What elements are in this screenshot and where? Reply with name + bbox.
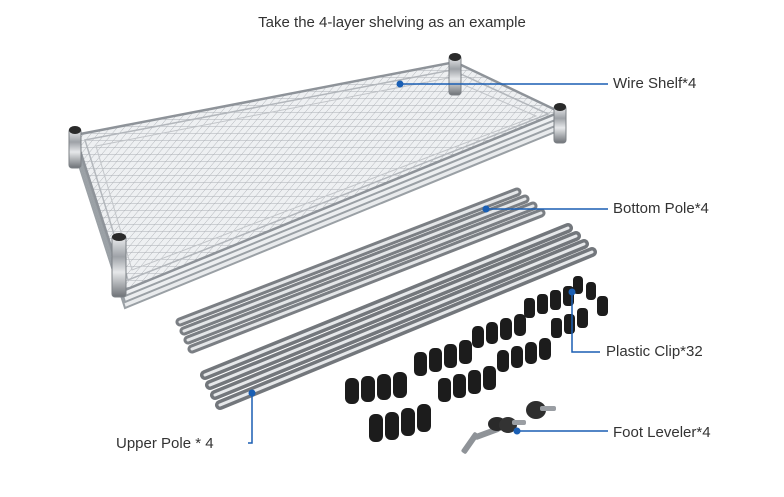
foot-levelers [461, 401, 556, 454]
clip-group-g [524, 286, 574, 318]
foot-leveler-1 [461, 417, 506, 454]
clip-group-d [438, 366, 496, 402]
shelf-corner-posts [68, 53, 567, 298]
foot-leveler-3 [526, 401, 556, 419]
diagram-caption: Take the 4-layer shelving as an example [258, 14, 526, 31]
wire-shelf-stack [68, 53, 567, 310]
foot-leveler-2 [499, 417, 526, 433]
clip-group-a [345, 372, 407, 404]
clip-group-e [472, 314, 526, 348]
callout-lines [248, 83, 608, 444]
upper-pole-label: Upper Pole * 4 [116, 435, 214, 452]
clip-group-i [573, 276, 596, 300]
clip-group-b [369, 404, 431, 442]
bottom-poles [175, 187, 546, 354]
plastic-clip-label: Plastic Clip*32 [606, 343, 703, 360]
wire-shelf-top [73, 60, 564, 292]
bottom-pole-label: Bottom Pole*4 [613, 200, 709, 217]
clip-group-f [497, 338, 551, 372]
callout-upper-pole [248, 393, 253, 444]
wire-shelf-label: Wire Shelf*4 [613, 75, 697, 92]
foot-leveler-label: Foot Leveler*4 [613, 424, 711, 441]
callout-dots [248, 80, 576, 435]
callout-plastic-clip [571, 292, 600, 353]
upper-poles [200, 223, 597, 410]
plastic-clips [345, 276, 608, 442]
clip-group-c [414, 340, 472, 376]
